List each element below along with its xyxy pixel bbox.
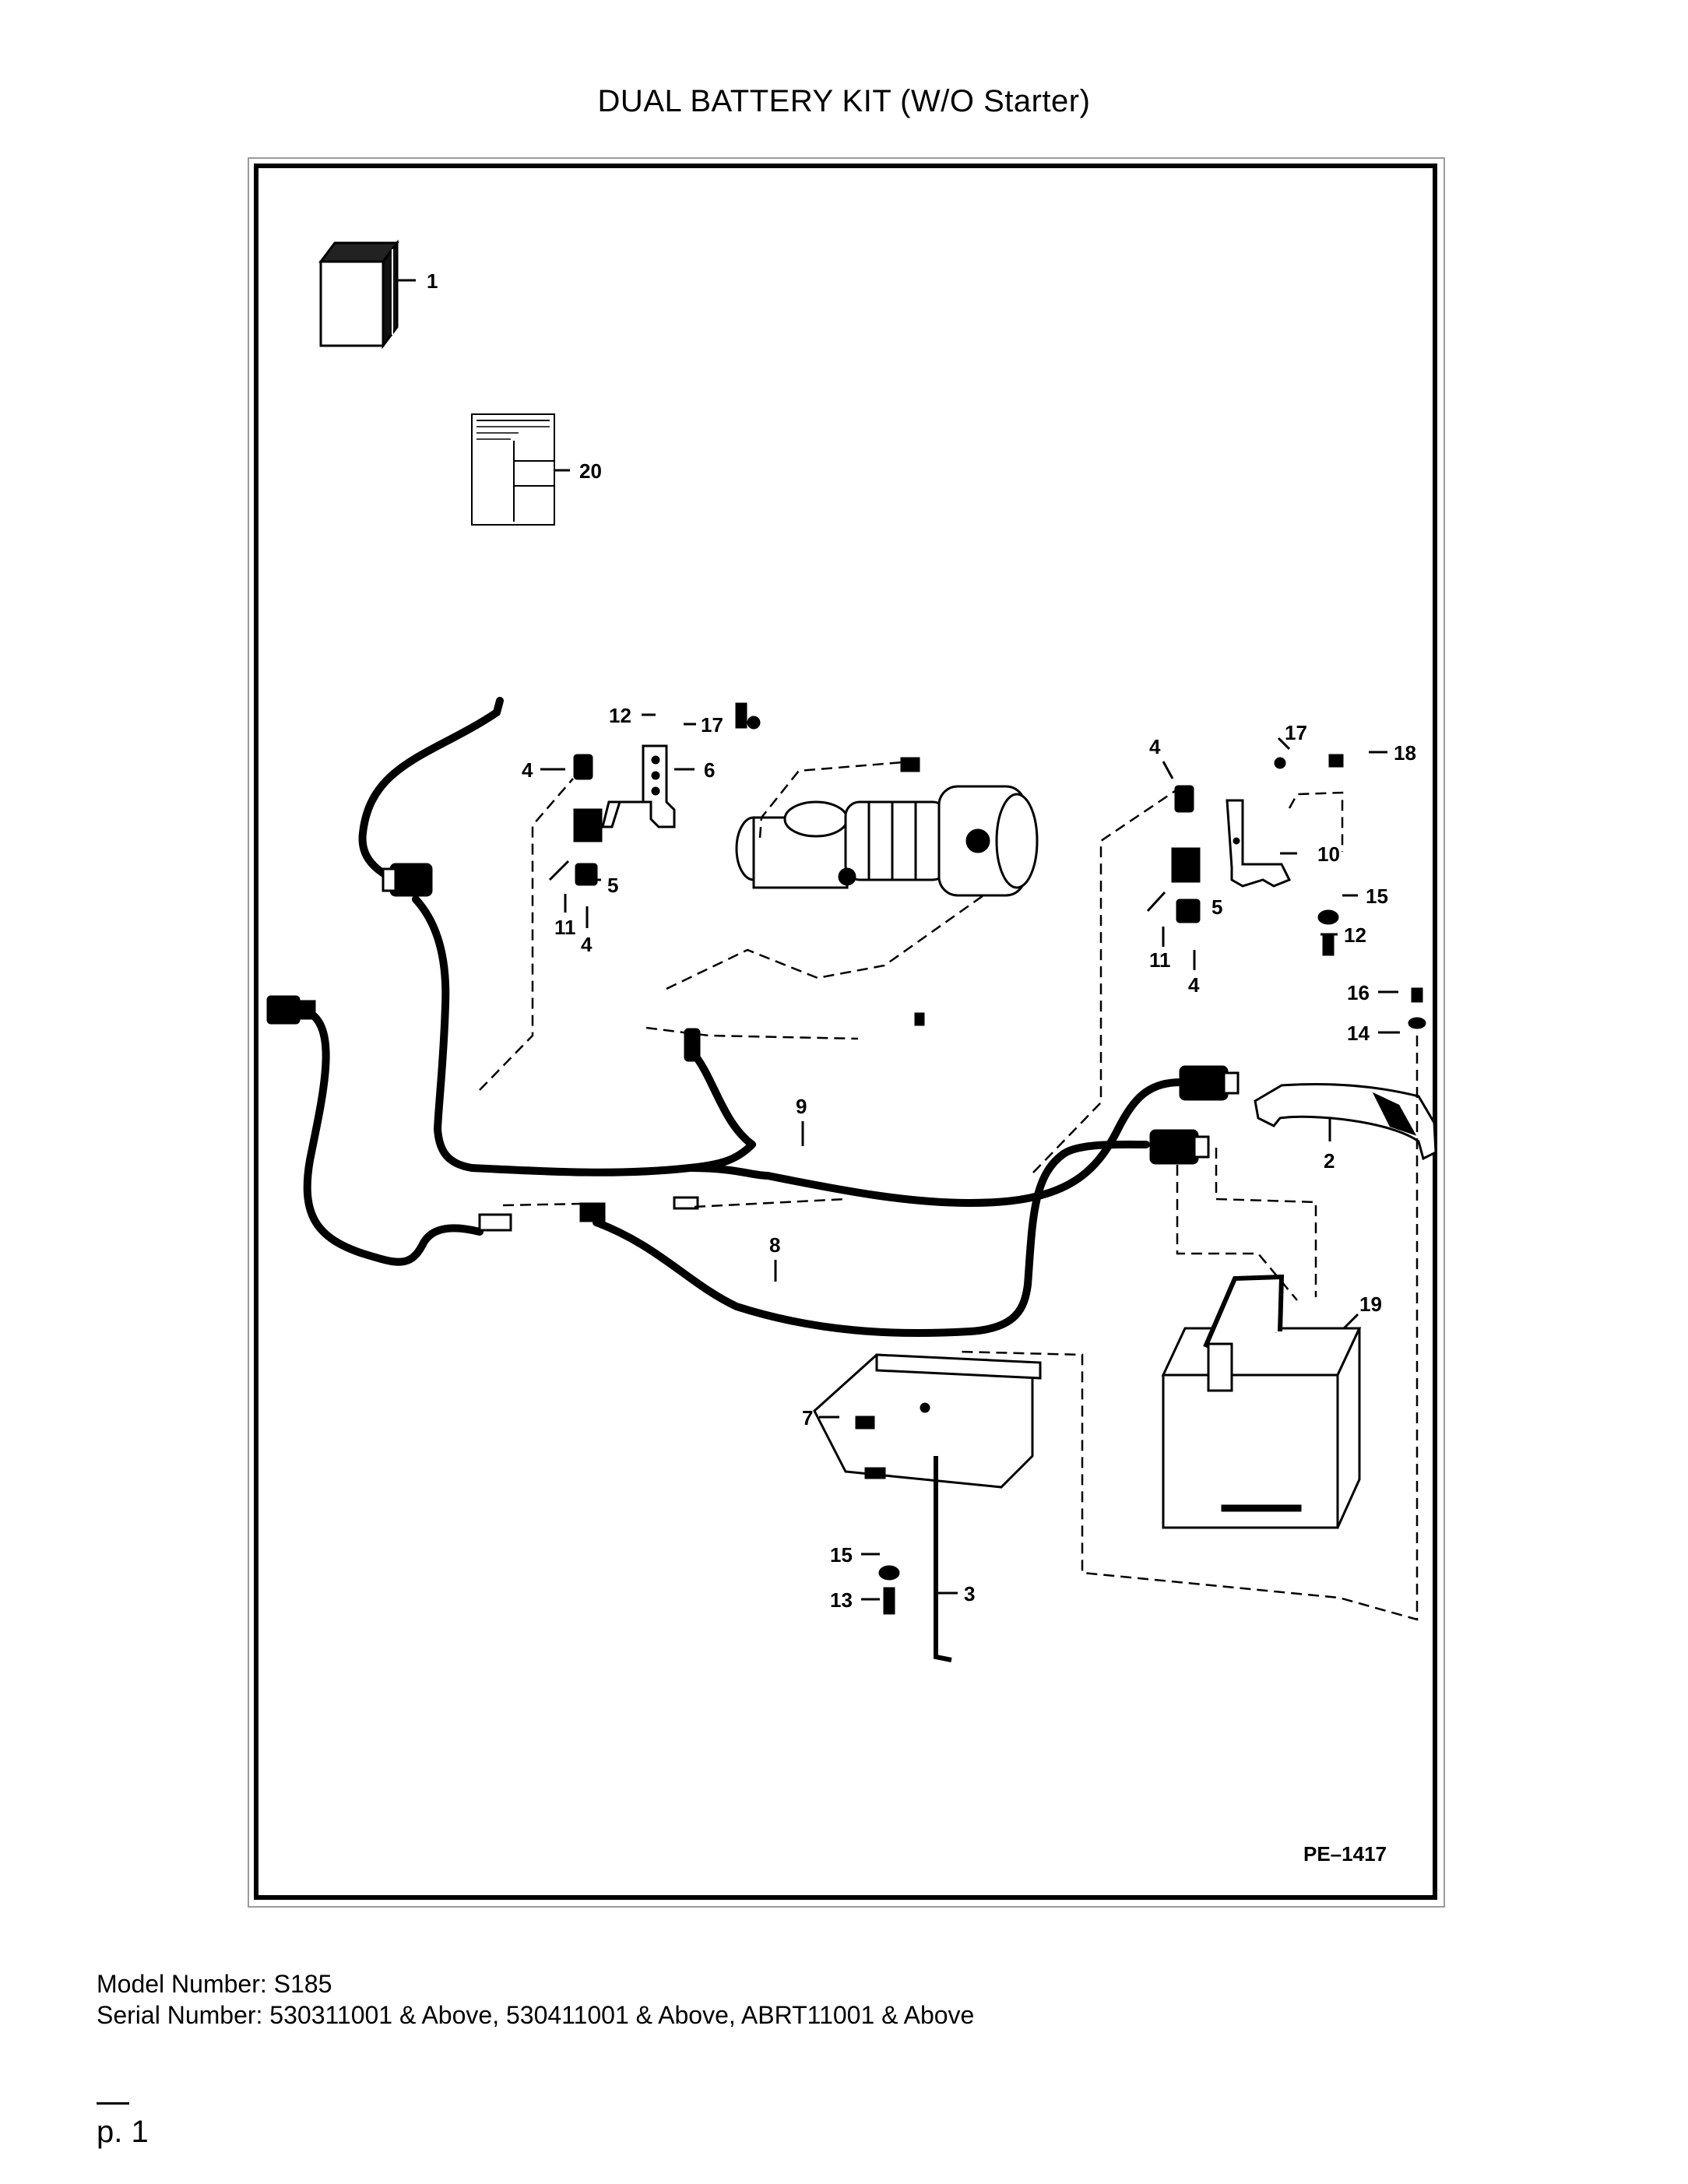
callout-4-right-top: 4 xyxy=(1149,735,1161,758)
callout-leaders xyxy=(397,279,1400,1601)
callout-4-left-bottom: 4 xyxy=(581,933,593,956)
harness-8-plug-right xyxy=(1149,1129,1210,1165)
callout-2: 2 xyxy=(1324,1149,1335,1173)
callout-12-left: 12 xyxy=(609,704,631,727)
callout-13: 13 xyxy=(830,1588,853,1612)
callout-5-right: 5 xyxy=(1211,895,1222,919)
callout-9: 9 xyxy=(796,1095,807,1118)
callout-5-left: 5 xyxy=(607,874,618,897)
hold-down-bracket-2-illustration xyxy=(1254,1083,1437,1161)
page-number-rule xyxy=(97,2102,129,2105)
harness-9-illustration xyxy=(358,697,1184,1208)
callout-11-right: 11 xyxy=(1149,948,1171,972)
parts-diagram: 1 20 12 17 6 4 5 11 4 17 18 4 10 15 5 12… xyxy=(266,239,1437,1866)
callout-20: 20 xyxy=(579,459,602,483)
relay-right-illustration xyxy=(1146,785,1201,923)
drawing-id: PE–1417 xyxy=(1303,1842,1387,1866)
harness-8-illustration xyxy=(303,1008,1150,1338)
callout-6: 6 xyxy=(704,758,715,782)
model-number: Model Number: S185 xyxy=(97,1970,332,1998)
battery-19-illustration xyxy=(1161,1274,1362,1529)
manual-book-illustration xyxy=(318,239,399,350)
harness-9-plug-left xyxy=(382,863,433,897)
callout-4-right-bottom: 4 xyxy=(1188,973,1200,997)
callout-18: 18 xyxy=(1394,741,1416,765)
hold-down-rod-3-illustration xyxy=(934,1456,952,1662)
dashed-leader-lines xyxy=(479,760,1419,1621)
serial-number: Serial Number: 530311001 & Above, 530411… xyxy=(97,2001,975,2029)
callout-3: 3 xyxy=(964,1582,975,1605)
callout-17-left: 17 xyxy=(701,713,723,737)
callout-7: 7 xyxy=(802,1406,813,1430)
small-hardware-illustration xyxy=(735,702,1426,1615)
callout-15-right: 15 xyxy=(1366,885,1388,908)
callout-1: 1 xyxy=(427,269,438,293)
harness-9-terminal xyxy=(684,1028,701,1062)
harness-9-plug-right xyxy=(1179,1065,1240,1101)
callout-17-right: 17 xyxy=(1285,721,1307,744)
diagram-frame xyxy=(254,164,1437,1900)
relay-left-illustration xyxy=(548,754,603,886)
page-title: DUAL BATTERY KIT (W/O Starter) xyxy=(597,84,1091,118)
callout-4-left-top: 4 xyxy=(522,758,533,782)
diagram-frame-outer xyxy=(248,157,1445,1908)
callout-12-right: 12 xyxy=(1344,923,1366,947)
page-number: p. 1 xyxy=(97,2115,149,2149)
starter-motor-illustration xyxy=(735,785,1039,897)
callout-16: 16 xyxy=(1347,981,1370,1004)
callout-14: 14 xyxy=(1347,1022,1370,1045)
bracket-10-illustration xyxy=(1226,799,1292,888)
battery-tray-7-illustration xyxy=(813,1353,1042,1489)
bracket-6-illustration xyxy=(601,744,676,828)
instruction-sheet-illustration xyxy=(471,413,555,526)
callout-15-bottom: 15 xyxy=(830,1543,853,1567)
harness-8-plug-left xyxy=(266,995,316,1025)
harness-8-terminals xyxy=(478,1196,699,1232)
callout-19: 19 xyxy=(1359,1292,1382,1316)
callout-11-left: 11 xyxy=(554,916,576,939)
callout-10: 10 xyxy=(1317,842,1340,866)
callout-8: 8 xyxy=(769,1233,780,1257)
